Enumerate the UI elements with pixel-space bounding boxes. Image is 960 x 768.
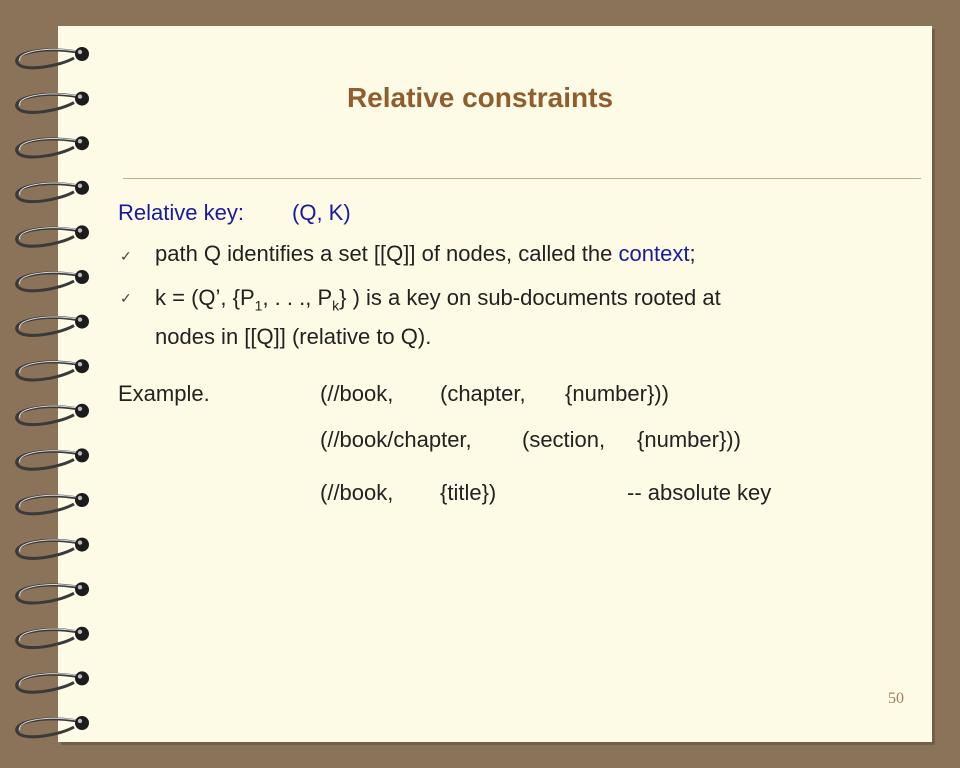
spiral-hole (75, 359, 89, 374)
example-line-3-col3: -- absolute key (627, 480, 772, 505)
spiral-ring-highlight (19, 405, 77, 419)
spiral-hole-shine (77, 585, 83, 590)
spiral-hole-shine (77, 362, 83, 367)
spiral-hole-shine (77, 183, 83, 188)
title-divider (123, 178, 921, 179)
example-line-3-col2: {title}) (440, 480, 497, 505)
bullet-context-text: path Q identifies a set [[Q]] of nodes, … (155, 241, 619, 266)
spiral-ring-highlight (19, 494, 77, 508)
spiral-ring-wire (15, 449, 79, 471)
spiral-hole-shine (77, 540, 83, 545)
subscript-k: k (332, 297, 340, 314)
slide-title: Relative constraints (346, 82, 614, 113)
example-line-2-col2: (section, (522, 427, 606, 452)
bullet-context: path Q identifies a set [[Q]] of nodes, … (155, 238, 895, 270)
example-line-3-col1: (//book, (320, 480, 394, 505)
spiral-ring-wire (15, 226, 79, 248)
spiral-hole-shine (77, 228, 83, 233)
example-line-2-col3: {number})) (637, 427, 741, 452)
page-number: 50 (888, 690, 904, 707)
bullet-context-end: ; (689, 241, 696, 266)
spiral-hole-shine (77, 674, 83, 679)
relative-key-value: (Q, K) (292, 200, 351, 225)
spiral-hole-shine (77, 451, 83, 456)
spiral-hole (75, 448, 89, 463)
checkmark-icon: ✓ (120, 290, 132, 306)
spiral-hole (75, 582, 89, 597)
spiral-hole (75, 270, 89, 284)
example-line-2-col1: (//book/chapter, (320, 427, 472, 452)
spiral-ring-highlight (19, 628, 77, 642)
spiral-hole (75, 493, 89, 507)
spiral-hole (75, 225, 89, 240)
spiral-hole (75, 180, 89, 195)
spiral-ring-wire (15, 672, 79, 694)
subscript-1: 1 (254, 297, 263, 314)
spiral-ring-highlight (19, 93, 77, 106)
spiral-hole (75, 47, 89, 61)
spiral-ring-highlight (19, 539, 77, 552)
spiral-ring-highlight (19, 717, 77, 731)
checkmark-icon: ✓ (120, 248, 132, 264)
spiral-ring-highlight (19, 271, 77, 285)
spiral-ring-wire (15, 628, 79, 650)
spiral-ring-highlight (19, 227, 77, 240)
spiral-hole (75, 136, 89, 151)
spiral-ring-wire (15, 182, 79, 204)
example-label: Example. (118, 381, 210, 406)
spiral-hole (75, 403, 89, 418)
spiral-ring-wire (15, 494, 79, 516)
spiral-hole-shine (77, 317, 83, 322)
spiral-hole-shine (77, 629, 83, 634)
spiral-ring-wire (15, 93, 79, 114)
spiral-hole-shine (77, 406, 83, 411)
spiral-hole (75, 671, 89, 686)
spiral-ring-highlight (19, 584, 77, 597)
spiral-ring-wire (15, 48, 79, 70)
spiral-ring-highlight (19, 182, 77, 196)
relative-key-label: Relative key: (118, 200, 244, 225)
spiral-ring-wire (15, 271, 79, 293)
spiral-hole (75, 716, 89, 730)
key-text-part: } ) is a key on sub-documents rooted at (339, 285, 721, 310)
spiral-ring-wire (15, 360, 79, 382)
key-text-part: , . . ., P (262, 285, 333, 310)
spiral-ring-wire (15, 583, 79, 605)
slide-paper (58, 26, 932, 742)
example-line-1-col1: (//book, (320, 381, 394, 406)
bullet-key-definition: k = (Q’, {P1, . . ., Pk} ) is a key on s… (155, 282, 895, 353)
spiral-hole (75, 626, 89, 641)
key-text-part: k = (Q’, {P (155, 285, 255, 310)
spiral-ring-wire (15, 316, 79, 337)
spiral-ring-wire (15, 717, 79, 739)
context-term: context (618, 241, 690, 266)
key-text-line2: nodes in [[Q]] (relative to Q). (155, 324, 432, 350)
spiral-ring-highlight (19, 361, 77, 374)
spiral-ring-highlight (19, 138, 77, 151)
spiral-hole (75, 537, 89, 552)
spiral-hole-shine (77, 718, 83, 724)
example-line-1-col3: {number})) (565, 381, 669, 406)
spiral-ring-highlight (19, 316, 77, 329)
spiral-ring-wire (15, 137, 79, 159)
spiral-hole-shine (77, 49, 83, 55)
spiral-ring-highlight (19, 673, 77, 686)
spiral-hole-shine (77, 272, 83, 278)
spiral-hole (75, 314, 89, 329)
spiral-hole-shine (77, 94, 83, 99)
spiral-hole-shine (77, 495, 83, 501)
spiral-hole-shine (77, 139, 83, 144)
spiral-binding-icon (15, 47, 89, 739)
spiral-ring-wire (15, 405, 79, 427)
spiral-ring-highlight (19, 48, 77, 62)
spiral-ring-wire (15, 539, 79, 560)
spiral-ring-highlight (19, 450, 77, 463)
example-line-1-col2: (chapter, (440, 381, 526, 406)
